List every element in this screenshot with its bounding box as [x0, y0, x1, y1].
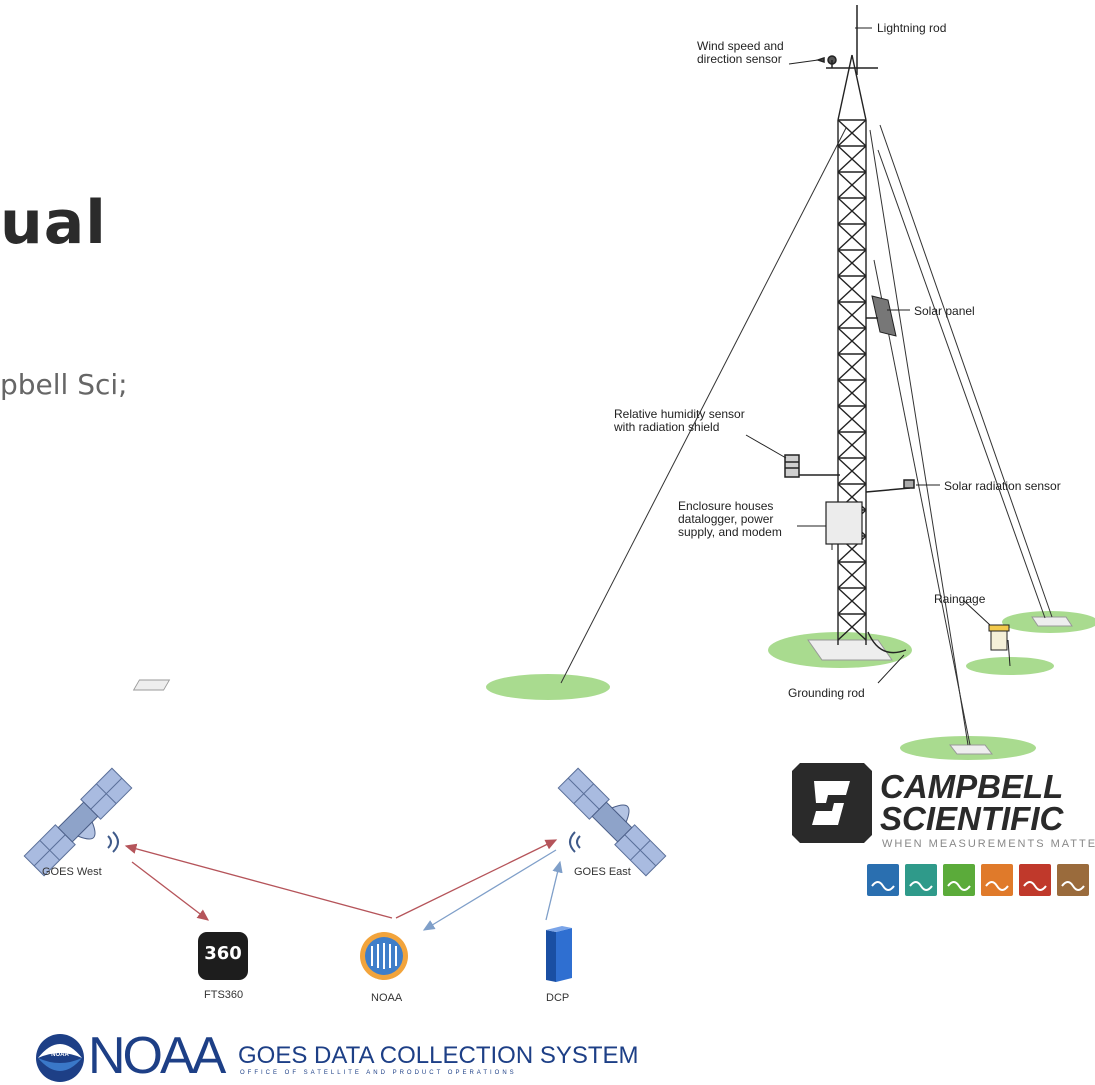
- arrow-goes-west-to-fts360: [131, 861, 210, 921]
- campbell-logo-mark: [792, 763, 872, 843]
- arrow-noaa-to-goes-east: [395, 839, 558, 919]
- lattice-brace: [837, 119, 867, 147]
- grounding-cable: [867, 631, 907, 654]
- wind-sensor: [815, 55, 878, 69]
- raingage: [988, 624, 1011, 667]
- label-enclosure-line3: supply, and modem: [678, 525, 782, 539]
- noaa-seal-icon: [36, 1034, 84, 1082]
- goes-west-satellite-icon: [23, 767, 133, 877]
- label-rh-sensor-line2: with radiation shield: [614, 420, 720, 434]
- lattice-brace: [837, 145, 867, 173]
- slide-title: ual: [0, 188, 107, 258]
- label-enclosure-line1: Enclosure houses: [678, 499, 774, 513]
- label-goes-west: GOES West: [42, 866, 102, 878]
- lattice-brace: [837, 457, 867, 485]
- label-lightning-rod: Lightning rod: [877, 21, 947, 35]
- noaa-seal-text: NOAA: [51, 1052, 69, 1058]
- solar-radiation-sensor: [865, 479, 915, 493]
- tower-base-pad: [807, 639, 893, 661]
- label-rh-sensor-line1: Relative humidity sensor: [614, 407, 745, 421]
- arrow-dcp-to-goes-east: [545, 860, 563, 921]
- anchor-pad-left: [132, 679, 171, 691]
- application-icon-glyph: [1023, 881, 1047, 891]
- fts360-icon: [198, 932, 248, 980]
- label-wind-sensor-line1: Wind speed and: [697, 39, 784, 53]
- lattice-brace: [837, 197, 867, 225]
- ground-patch-left: [486, 674, 610, 700]
- campbell-wordmark-line1: CAMPBELL: [880, 768, 1064, 805]
- noaa-acronym: NOAA: [88, 1027, 226, 1085]
- label-solar-radiation-sensor: Solar radiation sensor: [944, 479, 1061, 493]
- arrow-goes-east-to-noaa: [422, 849, 557, 931]
- slide-subtitle: pbell Sci;: [0, 368, 128, 401]
- noaa-banner-title: GOES DATA COLLECTION SYSTEM: [238, 1042, 639, 1069]
- lattice-brace: [837, 171, 867, 199]
- noaa-banner-subtitle: OFFICE OF SATELLITE AND PRODUCT OPERATIO…: [240, 1070, 517, 1076]
- lattice-brace: [837, 275, 867, 303]
- lattice-brace: [837, 249, 867, 277]
- campbell-wordmark-line2: SCIENTIFIC: [880, 800, 1064, 837]
- lattice-brace: [837, 561, 867, 589]
- label-solar-panel: Solar panel: [914, 304, 975, 318]
- lattice-brace: [837, 587, 867, 615]
- lattice-brace: [837, 301, 867, 329]
- guy-wires: [560, 124, 1053, 746]
- label-enclosure-line2: datalogger, power: [678, 512, 774, 526]
- lattice-brace: [837, 431, 867, 459]
- application-icon-glyph: [909, 881, 933, 891]
- label-wind-sensor-line2: direction sensor: [697, 52, 782, 66]
- lattice-brace: [837, 613, 867, 641]
- enclosure-box: [825, 501, 863, 545]
- lattice-brace: [837, 327, 867, 355]
- fts360-badge: 360: [204, 943, 242, 964]
- noaa-globe-icon: [360, 932, 408, 980]
- anchor-pad-right: [1031, 616, 1073, 627]
- campbell-application-icons: [867, 864, 1095, 903]
- label-noaa-node: NOAA: [371, 992, 403, 1004]
- goes-west-signal-icon: [107, 831, 119, 853]
- goes-east-signal-icon: [569, 831, 581, 853]
- label-goes-east: GOES East: [574, 866, 631, 878]
- solar-panel: [871, 295, 897, 337]
- application-icon-glyph: [985, 881, 1009, 891]
- rh-sensor: [784, 454, 840, 478]
- leader-lines: [745, 27, 991, 684]
- label-fts360: FTS360: [204, 989, 244, 1001]
- application-icon-glyph: [947, 881, 971, 891]
- application-icon-glyph: [1061, 881, 1085, 891]
- label-dcp: DCP: [546, 992, 570, 1004]
- campbell-tagline: WHEN MEASUREMENTS MATTER: [882, 838, 1095, 850]
- label-grounding-rod: Grounding rod: [788, 686, 865, 700]
- goes-east-satellite-icon: [557, 767, 667, 877]
- lattice-brace: [837, 353, 867, 381]
- anchor-pad-bottom: [948, 744, 994, 755]
- dcp-server-icon: [546, 926, 572, 982]
- application-icon-glyph: [871, 881, 895, 891]
- lattice-brace: [837, 379, 867, 407]
- lattice-brace: [837, 223, 867, 251]
- label-raingage: Raingage: [934, 592, 986, 606]
- arrow-noaa-to-goes-west: [124, 843, 393, 919]
- lattice-brace: [837, 405, 867, 433]
